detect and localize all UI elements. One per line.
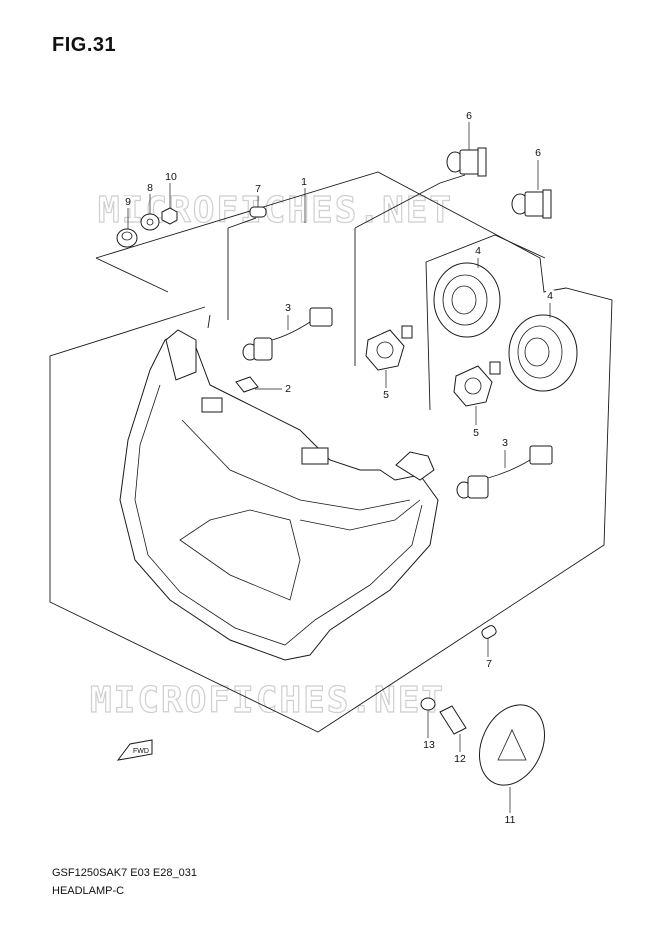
watermark-bottom: MICROFICHES.NET [90,680,445,721]
callout-4-left: 4 [474,245,482,257]
housing-tab-left [201,397,223,413]
callout-1: 1 [300,176,308,188]
housing-mount-right [395,451,435,481]
housing-tab-center [301,447,329,465]
callout-10: 10 [164,171,178,183]
callout-5-upper: 5 [382,389,390,401]
adjuster-screw [439,705,467,735]
diagram-code: GSF1250SAK7 E03 E28_031 [52,867,197,879]
fwd-arrow-label: FWD [133,748,149,755]
callout-11: 11 [503,814,517,826]
grommet [116,228,138,248]
headlight-bulb-left [446,147,487,177]
cover-cap [479,704,545,786]
position-bulb-lower [481,625,497,639]
washer [140,213,160,231]
callout-12: 12 [453,753,467,765]
diagram-name: HEADLAMP-C [52,885,125,897]
bulb-socket-lower [456,445,553,499]
callout-3-upper: 3 [284,302,292,314]
callout-9: 9 [124,196,132,208]
callout-8: 8 [146,182,154,194]
bulb-holder-lower [453,361,501,407]
headlight-bulb-right [511,189,552,219]
nut [161,207,178,225]
callout-6-right: 6 [534,147,542,159]
callout-13: 13 [422,739,436,751]
figure-title: FIG.31 [52,34,117,56]
callout-2: 2 [284,383,292,395]
fwd-arrow-icon: FWD [116,739,153,761]
assembly-outline [49,171,613,733]
callout-7-upper: 7 [254,183,262,195]
headlamp-housing [119,329,439,661]
callout-7-lower: 7 [485,658,493,670]
callout-5-lower: 5 [472,427,480,439]
callout-6-left: 6 [465,110,473,122]
bulb-socket-upper [242,307,333,361]
position-bulb-upper [249,206,267,218]
dust-cover-right [508,314,578,392]
clip-nut [235,376,259,393]
leader-lines [127,122,551,813]
callout-3-lower: 3 [501,437,509,449]
small-washer [420,697,436,711]
housing-mount-left [165,329,197,381]
dust-cover-left [433,262,501,338]
callout-4-right: 4 [546,290,554,302]
bulb-holder-upper [365,325,413,371]
